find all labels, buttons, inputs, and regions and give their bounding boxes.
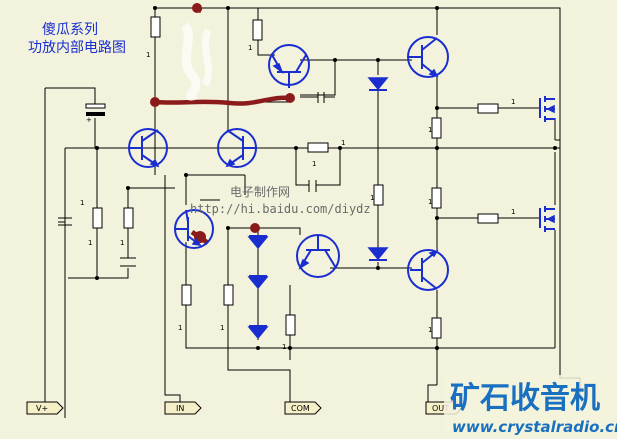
diode (247, 325, 269, 340)
watermark: 电子制作网 http://hi.baidu.com/diydz (190, 185, 371, 216)
component-label: 1 (80, 199, 84, 207)
diode (247, 235, 269, 250)
mosfet-upper (539, 96, 555, 122)
capacitors: + (58, 92, 335, 267)
resistor (431, 317, 442, 339)
component-label: 1 (370, 194, 374, 202)
resistors (92, 16, 499, 339)
brand-url: www.crystalradio.cn (452, 418, 617, 436)
resistor (252, 19, 263, 41)
diode (247, 275, 269, 290)
highlight-trace (150, 3, 295, 246)
svg-text:COM: COM (291, 404, 310, 413)
component-labels: 1 1 1 1 1 1 1 1 1 1 1 1 1 1 1 1 (80, 44, 515, 351)
transistor-q4 (407, 36, 449, 78)
transistors (128, 36, 449, 291)
resistor (477, 213, 499, 224)
brand-overlay: 矿石收音机 www.crystalradio.cn (444, 375, 617, 436)
resistor (285, 314, 296, 336)
resistor (150, 16, 161, 38)
mosfet-lower (539, 206, 555, 232)
resistor (431, 187, 442, 209)
resistor (223, 284, 234, 306)
resistor (307, 142, 329, 153)
title-line2: 功放内部电路图 (28, 40, 126, 56)
svg-text:IN: IN (176, 404, 184, 413)
junctions (95, 6, 557, 350)
component-label: 1 (428, 126, 432, 134)
transistor-q7 (407, 249, 449, 291)
component-label: 1 (341, 139, 345, 147)
diodes (247, 77, 389, 340)
component-label: 1 (511, 98, 515, 106)
watermark-line1: 电子制作网 (230, 185, 290, 199)
port-input: IN (164, 401, 202, 415)
resistor (373, 184, 384, 206)
transistor-q6 (296, 234, 340, 278)
resistor (431, 117, 442, 139)
port-vplus: V+ (26, 401, 64, 415)
smudge-overlay (180, 22, 212, 101)
transistor-q3 (268, 44, 310, 88)
resistor (92, 207, 103, 229)
component-label: 1 (88, 239, 92, 247)
component-label: 1 (428, 198, 432, 206)
component-label: 1 (120, 239, 124, 247)
resistor (181, 284, 192, 306)
transistor-q5 (174, 209, 214, 249)
component-label: 1 (220, 324, 224, 332)
mosfets (539, 96, 555, 232)
port-common: COM (284, 401, 322, 415)
component-label: 1 (248, 44, 252, 52)
title-line1: 傻瓜系列 (42, 22, 98, 38)
resistor (477, 103, 499, 114)
resistor (123, 207, 134, 229)
component-label: 1 (511, 208, 515, 216)
component-label: 1 (146, 51, 150, 59)
component-label: 1 (282, 343, 286, 351)
diode (367, 247, 389, 261)
ports: V+ IN COM OUT (26, 401, 463, 415)
transistor-q2 (217, 128, 257, 168)
svg-text:OUT: OUT (432, 404, 449, 413)
brand-name: 矿石收音机 (450, 381, 600, 416)
component-label: 1 (312, 160, 316, 168)
diode (367, 77, 389, 91)
watermark-line2: http://hi.baidu.com/diydz (190, 202, 371, 216)
svg-text:V+: V+ (36, 404, 48, 413)
component-label: 1 (428, 326, 432, 334)
svg-text:+: + (86, 116, 92, 124)
component-label: 1 (178, 324, 182, 332)
transistor-q1 (128, 128, 168, 168)
